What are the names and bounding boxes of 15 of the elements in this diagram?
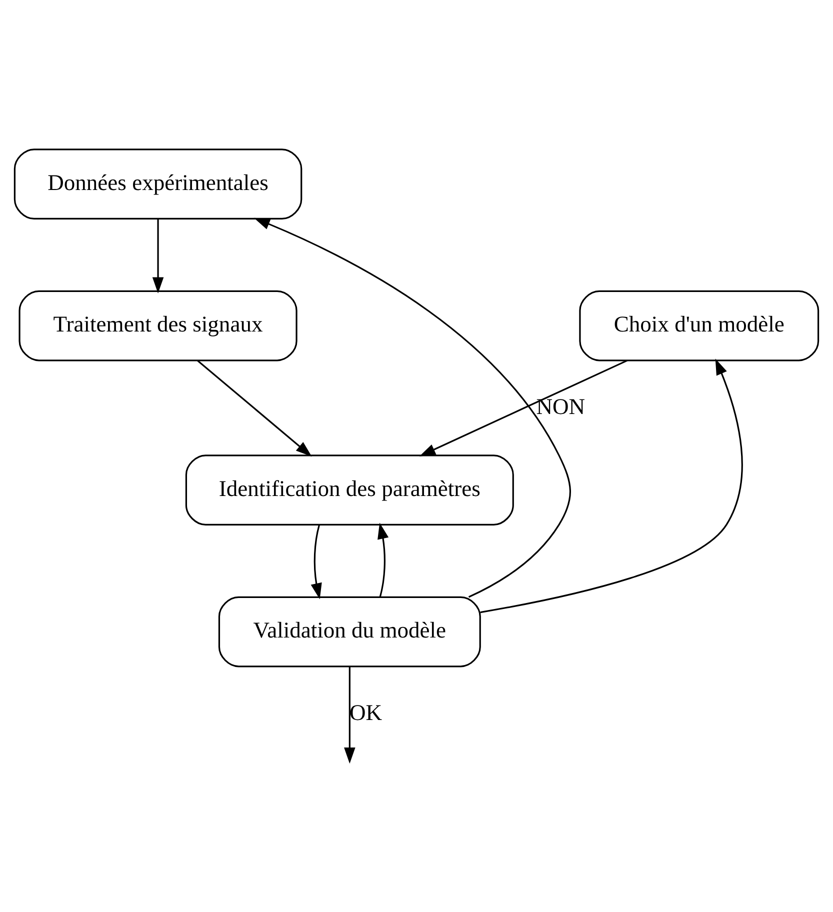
arrow [344,667,356,764]
arrow [310,524,322,600]
edge-label: OK [350,700,382,725]
arrow [419,360,628,456]
node-box: Traitement des signaux [18,290,298,362]
arrow [480,358,743,614]
node-box: Identification des paramètres [185,454,514,526]
arrow [197,360,312,457]
arrow [152,219,164,294]
node-box: Choix d'un modèle [579,290,820,362]
node-box: Validation du modèle [218,596,481,668]
node-box: Données expérimentales [14,148,302,220]
arrow [254,218,571,598]
edge-label: NON [536,394,586,419]
arrow [378,522,389,598]
